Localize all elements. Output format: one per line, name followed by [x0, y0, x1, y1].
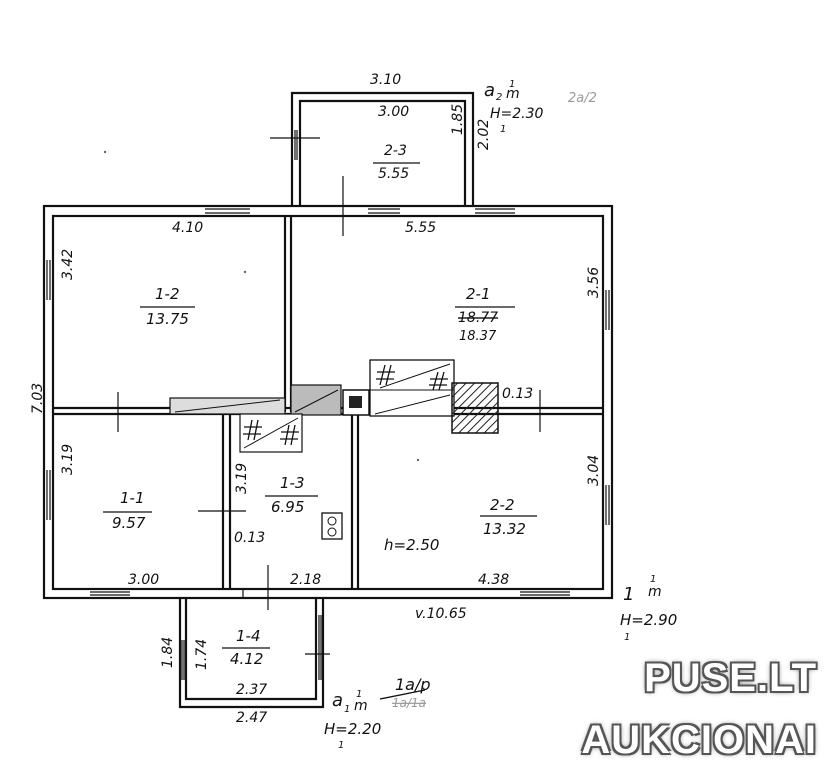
porch-inner-width: 2.37 — [236, 682, 267, 698]
room-2-2-name: 2-2 — [490, 496, 515, 514]
annex-letter-sub: 2 — [496, 92, 502, 103]
windows — [46, 130, 610, 680]
room-1-3-depth: 3.19 — [234, 463, 250, 494]
outer-wall — [42, 204, 614, 600]
annex-room-name: 2-3 — [384, 143, 407, 159]
annex-letter-suffix: m — [506, 86, 520, 102]
annex-note: 2a/2 — [568, 91, 597, 106]
main-height-tick: 1 — [624, 632, 630, 643]
porch-outer-width: 2.47 — [236, 710, 267, 726]
room-1-1-name: 1-1 — [120, 489, 145, 507]
room-1-3-area: 6.95 — [271, 498, 304, 516]
annex-letter: a — [484, 80, 495, 101]
porch-letter-sub: 1 — [344, 704, 350, 715]
watermark-line-2: AUKCIONAI — [581, 718, 817, 762]
room-2-1-width: 5.55 — [405, 220, 436, 236]
room-2-1-name: 2-1 — [466, 285, 491, 303]
room-1-2-depth: 3.42 — [60, 249, 76, 280]
porch-depth-outer: 1.84 — [160, 637, 176, 668]
watermark-line-1: PUSE.LT — [644, 656, 817, 700]
annex-outer-depth: 2.02 — [476, 119, 492, 150]
porch-plan-label-struck: 1a/1a — [392, 696, 426, 710]
porch-depth-inner: 1.74 — [194, 639, 210, 670]
annex-outer-wall — [290, 91, 475, 206]
porch-name: 1-4 — [236, 627, 261, 645]
annex-room-area: 5.55 — [378, 166, 409, 182]
room-1-2-name: 1-2 — [155, 285, 180, 303]
area-underlines — [103, 162, 537, 700]
room-2-1-area-old: 18.77 — [458, 310, 498, 326]
room-2-2-height: h=2.50 — [384, 536, 439, 554]
porch-letter-suffix: m — [354, 698, 368, 714]
main-letter-suffix: m — [648, 584, 662, 600]
room-1-1-depth: 3.19 — [60, 444, 76, 475]
annex-inner-wall — [298, 99, 467, 206]
room-1-2-area: 13.75 — [146, 310, 189, 328]
room-2-1-area: 18.37 — [459, 329, 497, 344]
room-1-3-small-dim: 0.13 — [234, 530, 265, 546]
main-volume: v.10.65 — [415, 606, 467, 622]
main-letter-sup: 1 — [650, 574, 656, 585]
stray-marks — [103, 150, 420, 462]
room-2-2-area: 13.32 — [483, 520, 526, 538]
room-2-2-depth: 3.04 — [586, 455, 602, 486]
room-1-3-name: 1-3 — [280, 474, 305, 492]
porch-letter: a — [332, 690, 343, 711]
annex-inner-depth: 1.85 — [450, 104, 466, 135]
annex-letter-sup: 1 — [509, 79, 515, 90]
outer-left-dimension: 7.03 — [30, 383, 46, 414]
annex-height-tick: 1 — [500, 124, 506, 135]
porch-height: H=2.20 — [324, 720, 381, 738]
room-1-3-width: 2.18 — [290, 572, 321, 588]
main-height: H=2.90 — [620, 611, 677, 629]
annex-height: H=2.30 — [490, 106, 544, 122]
stoves — [169, 359, 499, 540]
room-2-2-width: 4.38 — [478, 572, 509, 588]
room-2-1-small-dim: 0.13 — [502, 386, 533, 402]
porch-outer-wall — [178, 598, 325, 709]
porch-height-tick: 1 — [338, 740, 344, 751]
room-2-1-depth: 3.56 — [586, 267, 602, 298]
porch-plan-label: 1a/p — [395, 675, 431, 694]
annex-outer-width: 3.10 — [370, 72, 401, 88]
annex-inner-width: 3.00 — [378, 104, 409, 120]
inner-wall — [51, 214, 605, 591]
porch-area: 4.12 — [230, 650, 263, 668]
door-marks — [117, 137, 541, 655]
porch-inner-wall — [184, 598, 318, 701]
porch-letter-sup: 1 — [356, 689, 362, 700]
room-1-1-width: 3.00 — [128, 572, 159, 588]
main-letter: 1 — [623, 584, 634, 605]
room-1-1-area: 9.57 — [112, 514, 146, 532]
room-1-2-width: 4.10 — [172, 220, 203, 236]
